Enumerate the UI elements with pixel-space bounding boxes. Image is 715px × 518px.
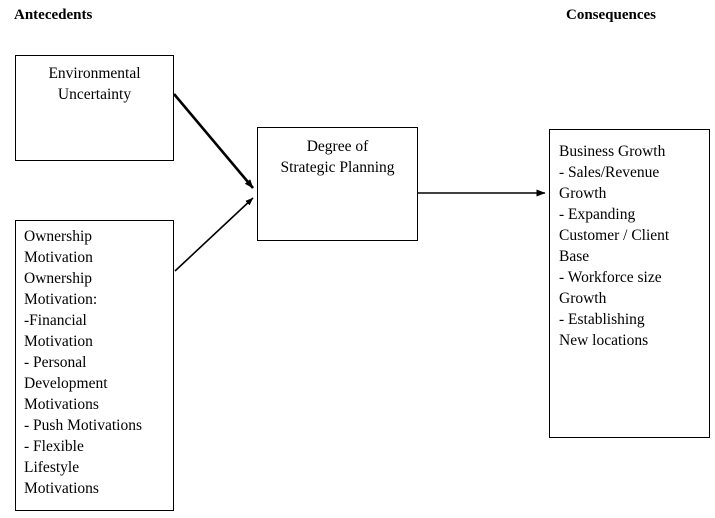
node-ownership-motivation[interactable] — [15, 220, 174, 511]
node-label-degree-of-strategic-planning: Degree of Strategic Planning — [280, 138, 395, 176]
node-label-ownership-motivation: Ownership Motivation Ownership Motivatio… — [24, 228, 142, 497]
node-business-growth[interactable] — [549, 129, 710, 438]
node-degree-of-strategic-planning[interactable] — [257, 127, 418, 241]
node-environmental-uncertainty[interactable] — [15, 55, 174, 161]
node-label-business-growth: Business Growth - Sales/Revenue Growth -… — [559, 143, 670, 349]
node-label-environmental-uncertainty: Environmental Uncertainty — [48, 65, 141, 103]
column-header-antecedents: Antecedents — [14, 7, 93, 23]
column-header-consequences: Consequences — [566, 7, 657, 23]
edge-ownership-to-planning-arrow — [174, 197, 254, 272]
edge-environmental-to-planning-arrow — [173, 93, 254, 189]
